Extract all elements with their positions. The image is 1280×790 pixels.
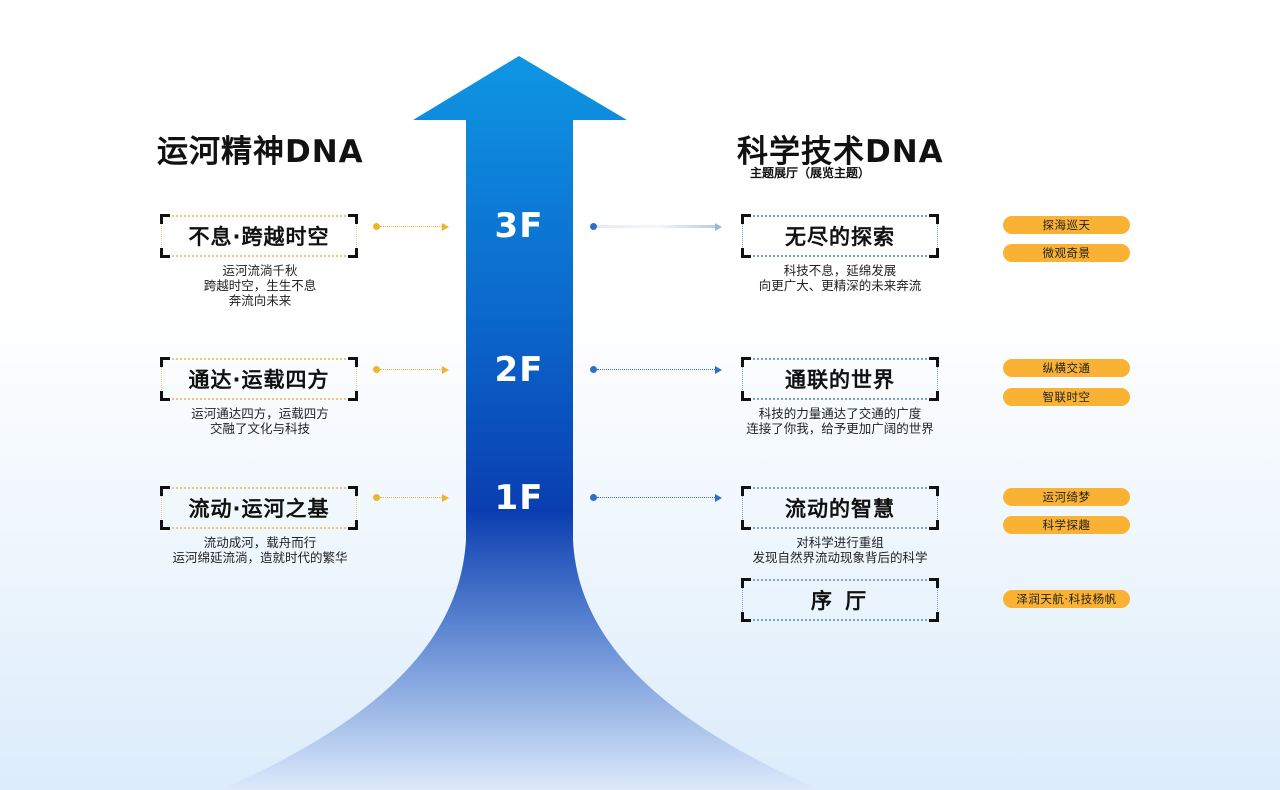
exhibit-tag[interactable]: 微观奇景 (1003, 244, 1130, 262)
corner-bracket (741, 214, 751, 224)
left-section-title: 运河精神DNA (157, 134, 364, 170)
corner-bracket (348, 214, 358, 224)
corner-bracket (741, 486, 751, 496)
desc-line: 对科学进行重组 (796, 535, 884, 550)
corner-bracket (348, 486, 358, 496)
arrow-shape (220, 56, 820, 790)
corner-bracket (160, 520, 170, 530)
corner-bracket (929, 486, 939, 496)
floor-label-3f: 3F (494, 206, 544, 246)
corner-bracket (160, 248, 170, 258)
corner-bracket (741, 578, 751, 588)
corner-bracket (348, 357, 358, 367)
right-desc-3f: 科技不息，延绵发展 向更广大、更精深的未来奔流 (710, 263, 970, 293)
left-desc-2f: 运河通达四方，运载四方 交融了文化与科技 (130, 406, 390, 436)
connector-dot (373, 494, 380, 501)
corner-bracket (160, 214, 170, 224)
exhibit-tag[interactable]: 运河绮梦 (1003, 488, 1130, 506)
corner-bracket (929, 214, 939, 224)
right-connector-1f (590, 493, 722, 503)
left-heading-1f: 流动·运河之基 (188, 497, 330, 521)
right-heading-3f: 无尽的探索 (785, 225, 895, 249)
right-section-title: 科学技术DNA (737, 134, 944, 170)
desc-line: 流动成河，载舟而行 (203, 535, 317, 550)
connector-dot (373, 366, 380, 373)
right-desc-2f: 科技的力量通达了交通的广度 连接了你我，给予更加广阔的世界 (710, 406, 970, 436)
corner-bracket (929, 578, 939, 588)
right-connector-3f (590, 222, 722, 232)
arrowhead-icon (442, 494, 449, 502)
left-connector-2f (373, 365, 449, 375)
corner-bracket (929, 391, 939, 401)
right-heading-lobby: 序 厅 (810, 589, 870, 613)
corner-bracket (741, 391, 751, 401)
arrowhead-icon (715, 494, 722, 502)
corner-bracket (348, 248, 358, 258)
connector-dot (373, 223, 380, 230)
desc-line: 科技不息，延绵发展 (783, 263, 897, 278)
desc-line: 向更广大、更精深的未来奔流 (758, 278, 922, 293)
corner-bracket (741, 248, 751, 258)
right-connector-2f (590, 365, 722, 375)
corner-bracket (160, 486, 170, 496)
right-heading-2f: 通联的世界 (785, 368, 895, 392)
connector-dot (590, 494, 597, 501)
arrowhead-icon (442, 223, 449, 231)
desc-line: 运河绵延流淌，造就时代的繁华 (172, 550, 348, 565)
corner-bracket (741, 520, 751, 530)
left-connector-3f (373, 222, 449, 232)
right-desc-1f: 对科学进行重组 发现自然界流动现象背后的科学 (710, 535, 970, 565)
desc-line: 发现自然界流动现象背后的科学 (752, 550, 928, 565)
floor-label-1f: 1F (494, 478, 544, 518)
corner-bracket (929, 357, 939, 367)
corner-bracket (160, 357, 170, 367)
connector-dot (590, 223, 597, 230)
connector-line (380, 226, 442, 227)
left-heading-box-3f: 不息·跨越时空 (160, 214, 358, 258)
corner-bracket (929, 520, 939, 530)
corner-bracket (929, 612, 939, 622)
desc-line: 运河通达四方，运载四方 (191, 406, 329, 421)
right-heading-1f: 流动的智慧 (785, 497, 895, 521)
desc-line: 交融了文化与科技 (209, 421, 310, 436)
right-heading-box-1f: 流动的智慧 (741, 486, 939, 530)
connector-line (597, 497, 715, 498)
corner-bracket (348, 391, 358, 401)
right-heading-box-lobby: 序 厅 (741, 578, 939, 622)
arrowhead-icon (715, 223, 722, 231)
left-heading-3f: 不息·跨越时空 (188, 225, 330, 249)
exhibit-tag[interactable]: 探海巡天 (1003, 216, 1130, 234)
arrowhead-icon (715, 366, 722, 374)
right-heading-box-2f: 通联的世界 (741, 357, 939, 401)
right-section-subtitle: 主题展厅（展览主题） (750, 166, 871, 180)
connector-line (597, 369, 715, 370)
connector-line (380, 369, 442, 370)
left-heading-2f: 通达·运载四方 (188, 368, 330, 392)
left-desc-3f: 运河流淌千秋 跨越时空，生生不息 奔流向未来 (130, 263, 390, 308)
desc-line: 运河流淌千秋 (222, 263, 298, 278)
desc-line: 奔流向未来 (228, 293, 292, 308)
desc-line: 科技的力量通达了交通的广度 (758, 406, 922, 421)
arrowhead-icon (442, 366, 449, 374)
connector-line (380, 497, 442, 498)
desc-line: 跨越时空，生生不息 (203, 278, 317, 293)
right-heading-box-3f: 无尽的探索 (741, 214, 939, 258)
corner-bracket (741, 612, 751, 622)
corner-bracket (160, 391, 170, 401)
corner-bracket (348, 520, 358, 530)
left-desc-1f: 流动成河，载舟而行 运河绵延流淌，造就时代的繁华 (130, 535, 390, 565)
floor-label-2f: 2F (494, 350, 544, 390)
exhibit-tag[interactable]: 智联时空 (1003, 388, 1130, 406)
connector-dot (590, 366, 597, 373)
left-connector-1f (373, 493, 449, 503)
connector-line (597, 225, 715, 228)
exhibit-tag[interactable]: 纵横交通 (1003, 359, 1130, 377)
corner-bracket (741, 357, 751, 367)
exhibit-tag[interactable]: 科学探趣 (1003, 516, 1130, 534)
corner-bracket (929, 248, 939, 258)
exhibit-tag[interactable]: 泽润天航·科技杨帆 (1003, 590, 1130, 608)
left-heading-box-2f: 通达·运载四方 (160, 357, 358, 401)
desc-line: 连接了你我，给予更加广阔的世界 (746, 421, 934, 436)
left-heading-box-1f: 流动·运河之基 (160, 486, 358, 530)
